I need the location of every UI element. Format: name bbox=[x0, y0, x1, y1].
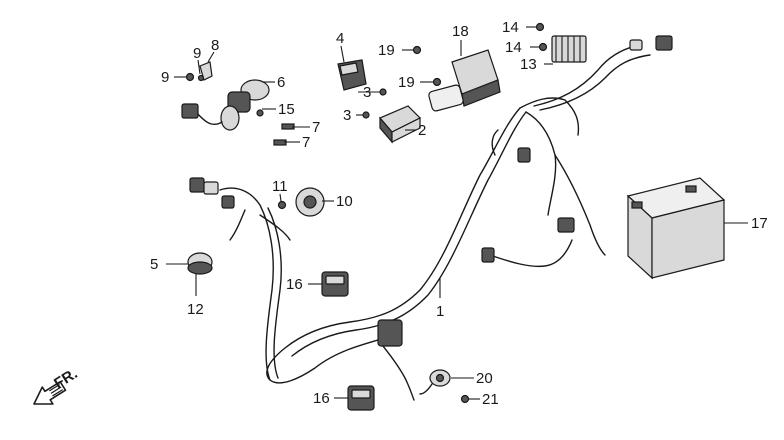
screw-part-14b bbox=[538, 42, 548, 52]
callout-7a: 7 bbox=[312, 119, 320, 136]
sensor-part-20 bbox=[419, 369, 451, 395]
relay-part-16a bbox=[321, 271, 349, 297]
relay-part-16b bbox=[347, 385, 375, 411]
connector-part-4 bbox=[337, 59, 367, 91]
callout-5: 5 bbox=[150, 256, 158, 273]
callout-12: 12 bbox=[187, 301, 204, 318]
callout-4: 4 bbox=[336, 30, 344, 47]
harness-junction-connector bbox=[377, 319, 403, 347]
callout-7b: 7 bbox=[302, 134, 310, 151]
callout-21: 21 bbox=[482, 391, 499, 408]
callout-13: 13 bbox=[520, 56, 537, 73]
callout-11: 11 bbox=[272, 178, 288, 195]
sensor-part-5 bbox=[187, 252, 213, 275]
screw-part-9b bbox=[197, 74, 205, 82]
callout-20: 20 bbox=[476, 370, 493, 387]
screw-part-3a bbox=[379, 88, 387, 96]
callout-14a: 14 bbox=[502, 19, 519, 36]
horn-part-10 bbox=[295, 187, 325, 217]
callout-3a: 3 bbox=[363, 84, 371, 101]
left-connector-cluster bbox=[189, 177, 235, 209]
battery-part-17 bbox=[626, 177, 726, 280]
relay-module-part-2 bbox=[379, 105, 422, 144]
callout-9a: 9 bbox=[193, 45, 201, 62]
nut-part-9a bbox=[185, 72, 195, 82]
callout-6: 6 bbox=[277, 74, 285, 91]
screw-part-19b bbox=[432, 77, 442, 87]
callout-labels: 1 2 3 3 4 5 6 7 7 8 9 9 10 11 12 13 14 1… bbox=[150, 19, 768, 408]
callout-9b: 9 bbox=[161, 69, 169, 86]
front-direction-indicator: FR. bbox=[33, 365, 81, 405]
screw-part-15 bbox=[256, 109, 264, 117]
screw-part-3b bbox=[362, 111, 370, 119]
bracket-part-8 bbox=[199, 61, 213, 81]
main-wire-harness bbox=[219, 44, 651, 401]
screw-part-11 bbox=[277, 200, 287, 210]
callout-14b: 14 bbox=[505, 39, 522, 56]
callout-3b: 3 bbox=[343, 107, 351, 124]
callout-18: 18 bbox=[452, 23, 469, 40]
callout-17: 17 bbox=[751, 215, 768, 232]
front-arrow-icon bbox=[33, 380, 67, 405]
control-unit-part-18 bbox=[428, 49, 501, 112]
screw-part-14a bbox=[535, 22, 545, 32]
right-connector-cluster bbox=[481, 35, 673, 263]
callout-1: 1 bbox=[436, 303, 444, 320]
screw-part-19a bbox=[412, 45, 422, 55]
callout-2: 2 bbox=[418, 122, 426, 139]
callout-8: 8 bbox=[211, 37, 219, 54]
callout-19b: 19 bbox=[398, 74, 415, 91]
screw-part-21 bbox=[460, 394, 470, 404]
leader-lines bbox=[166, 26, 748, 400]
callout-16b: 16 bbox=[313, 390, 330, 407]
callout-19a: 19 bbox=[378, 42, 395, 59]
callout-16a: 16 bbox=[286, 276, 303, 293]
ignition-switch-part-6 bbox=[181, 79, 270, 131]
regulator-part-13 bbox=[551, 35, 587, 63]
callout-15: 15 bbox=[278, 101, 295, 118]
callout-10: 10 bbox=[336, 193, 353, 210]
